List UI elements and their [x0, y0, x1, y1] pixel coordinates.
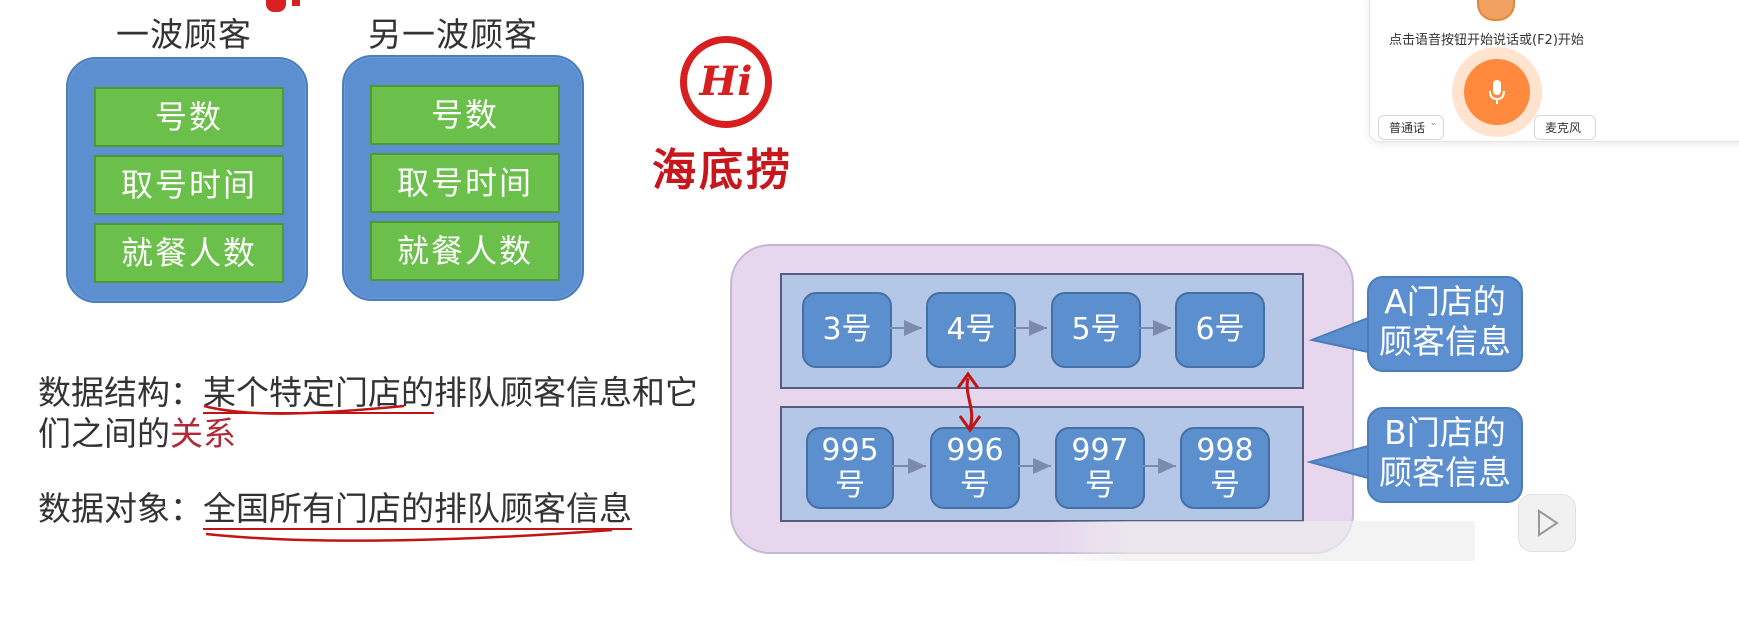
- language-select[interactable]: 普通话 ⌄: [1378, 115, 1444, 140]
- callout-store-b: B门店的 顾客信息: [1367, 407, 1523, 503]
- microphone-select[interactable]: 麦克风: [1534, 115, 1596, 140]
- voice-input-panel: 点击语音按钮开始说话或(F2)开始 普通话 ⌄ 麦克风: [1369, 0, 1739, 142]
- callout-b-pointer: [1310, 446, 1368, 478]
- language-select-value: 普通话: [1389, 121, 1425, 135]
- microphone-button[interactable]: [1464, 59, 1530, 125]
- bottom-overlay-bar: [1045, 521, 1475, 561]
- callout-a-pointer: [1312, 318, 1368, 352]
- chevron-down-icon: ⌄: [1429, 118, 1437, 128]
- play-icon: [1519, 495, 1575, 551]
- callout-b-line1: B门店的: [1369, 413, 1521, 453]
- play-control-button[interactable]: [1518, 494, 1576, 552]
- microphone-icon: [1488, 79, 1506, 105]
- voice-prompt-text: 点击语音按钮开始说话或(F2)开始: [1389, 29, 1584, 48]
- microphone-select-value: 麦克风: [1545, 121, 1581, 135]
- red-underline-structure: [204, 406, 404, 414]
- callout-b-line2: 顾客信息: [1369, 453, 1521, 493]
- assistant-avatar-icon: [1477, 0, 1515, 21]
- callout-store-a: A门店的 顾客信息: [1367, 276, 1523, 372]
- red-double-arrow: [967, 378, 972, 428]
- callout-a-line1: A门店的: [1369, 282, 1521, 322]
- red-underline-object: [206, 530, 612, 541]
- callout-a-line2: 顾客信息: [1369, 322, 1521, 362]
